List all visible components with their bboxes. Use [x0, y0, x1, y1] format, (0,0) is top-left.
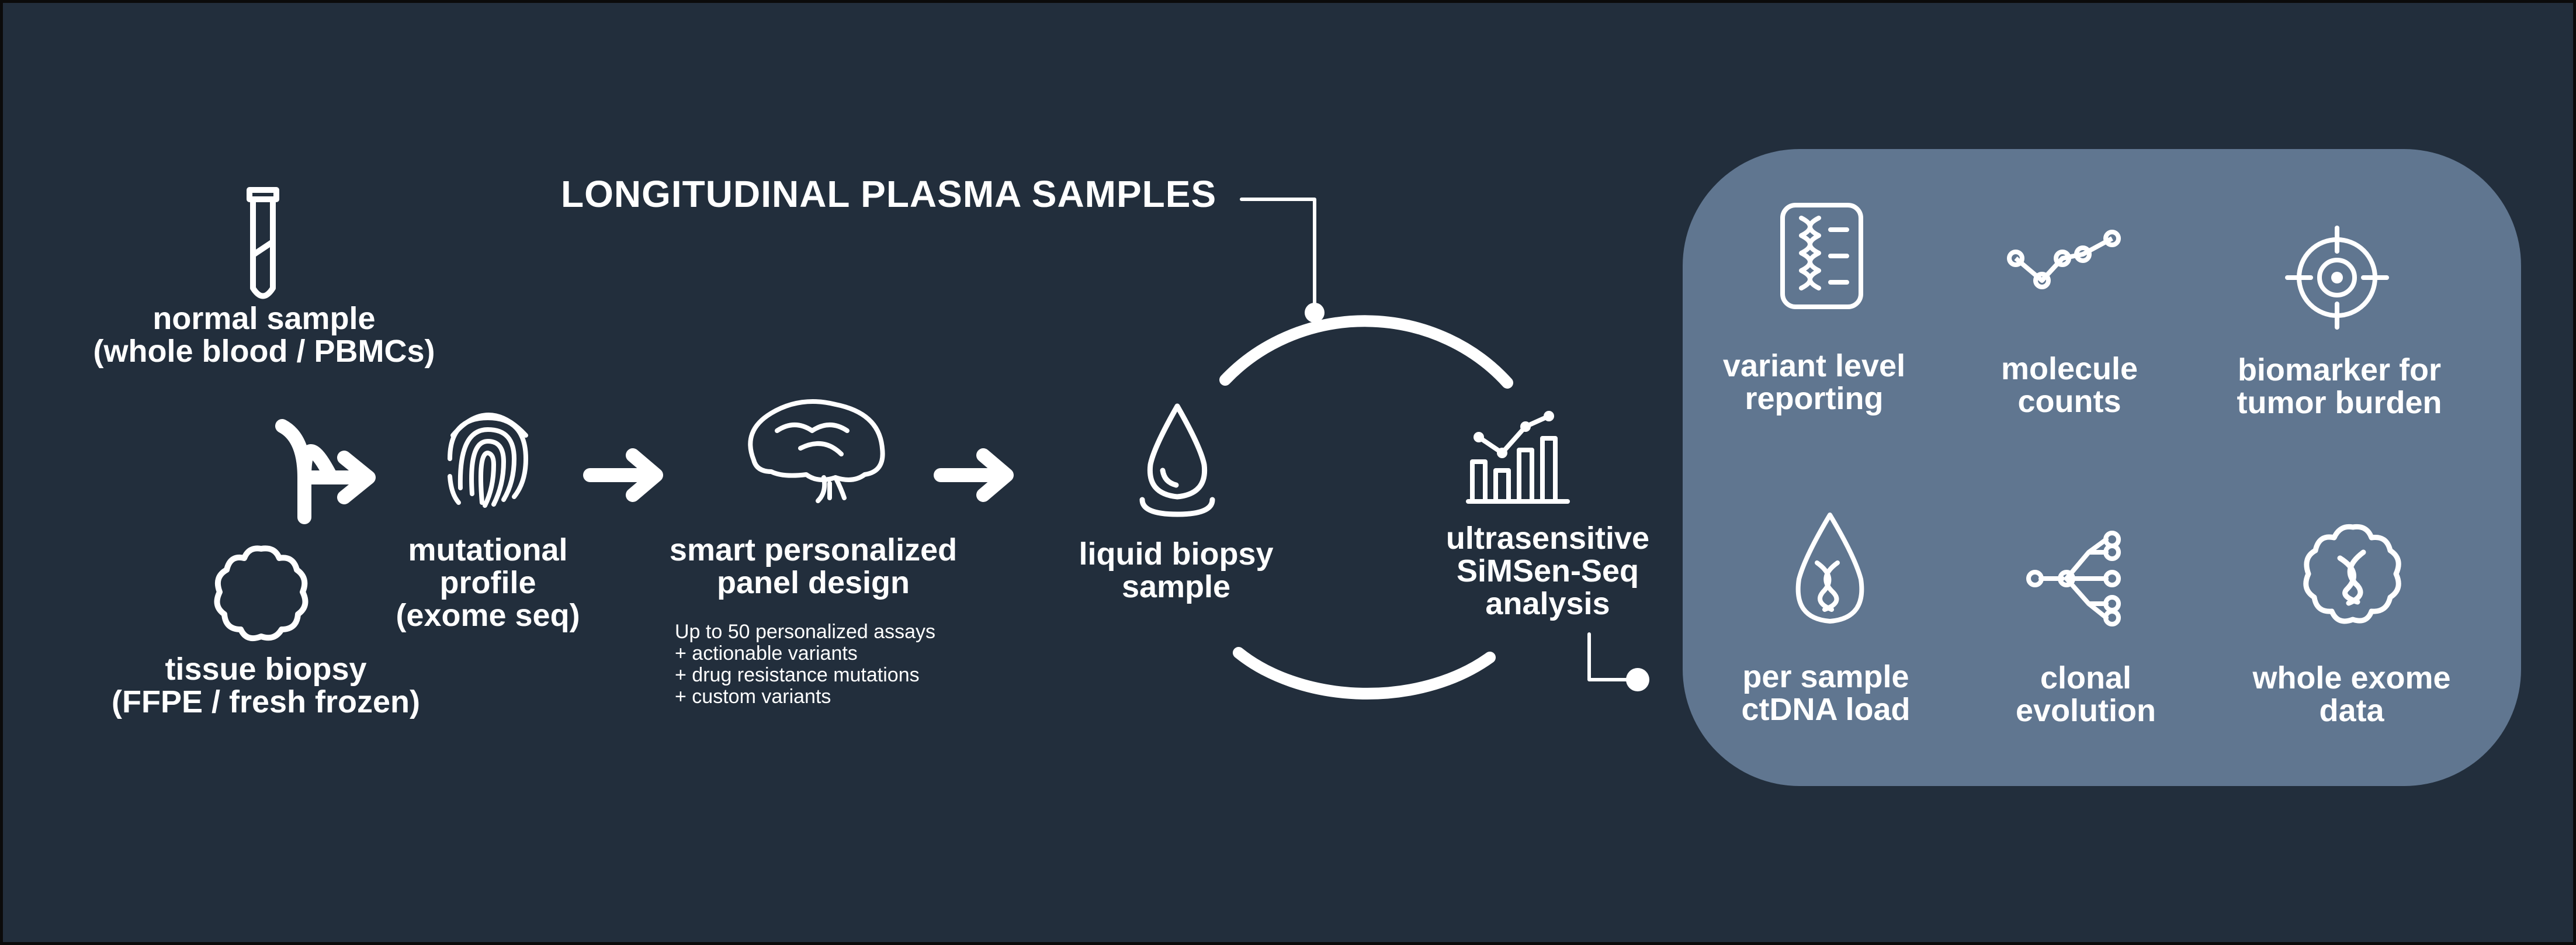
output-connector	[1587, 632, 1638, 681]
tissue-blob-icon	[210, 542, 313, 644]
dna-drop-icon	[1791, 510, 1870, 627]
note-line: + custom variants	[675, 686, 831, 708]
panel-design-notes: Up to 50 personalized assays + actionabl…	[675, 621, 935, 708]
target-icon	[2284, 225, 2390, 330]
output-label: clonal evolution	[2016, 660, 2156, 728]
mutational-profile-label: mutational profile (exome seq)	[396, 532, 580, 633]
cycle-arc-bottom	[1233, 647, 1496, 700]
title-connector-dot	[1305, 303, 1325, 323]
title-connector	[1240, 198, 1316, 313]
page-title: LONGITUDINAL PLASMA SAMPLES	[561, 173, 1217, 215]
output-label: molecule counts	[2001, 351, 2138, 419]
output-label: variant level reporting	[1722, 348, 1906, 416]
cycle-arc-top	[1219, 315, 1513, 389]
note-line: Up to 50 personalized assays	[675, 621, 936, 643]
arrow-to-panel-design	[583, 448, 663, 502]
test-tube-icon	[237, 184, 289, 307]
merge-arrow-head	[337, 451, 376, 504]
normal-sample-label: normal sample (whole blood / PBMCs)	[93, 301, 435, 369]
note-line: + actionable variants	[675, 642, 858, 664]
output-label: whole exome data	[2252, 660, 2451, 728]
arrow-to-liquid-biopsy	[934, 448, 1014, 502]
dna-blob-icon	[2299, 520, 2407, 628]
drop-icon	[1131, 400, 1224, 517]
simsen-seq-label: ultrasensitive SiMSen-Seq analysis	[1445, 521, 1650, 621]
merge-arrow	[275, 419, 367, 524]
trend-line-icon	[2007, 222, 2124, 292]
output-label: biomarker for tumor burden	[2237, 352, 2442, 420]
brain-icon	[742, 396, 888, 507]
fingerprint-icon	[438, 400, 538, 511]
tissue-biopsy-label: tissue biopsy (FFPE / fresh frozen)	[111, 652, 421, 719]
outputs-panel	[1683, 149, 2521, 786]
panel-design-label: smart personalized panel design	[669, 532, 958, 600]
output-label: per sample ctDNA load	[1741, 659, 1911, 727]
bar-chart-icon	[1464, 409, 1572, 506]
liquid-biopsy-label: liquid biopsy sample	[1079, 536, 1274, 604]
connector-layer	[275, 198, 1649, 700]
dna-report-icon	[1778, 200, 1866, 311]
output-connector-dot	[1626, 668, 1649, 691]
tree-icon	[2024, 529, 2130, 631]
note-line: + drug resistance mutations	[675, 664, 920, 686]
